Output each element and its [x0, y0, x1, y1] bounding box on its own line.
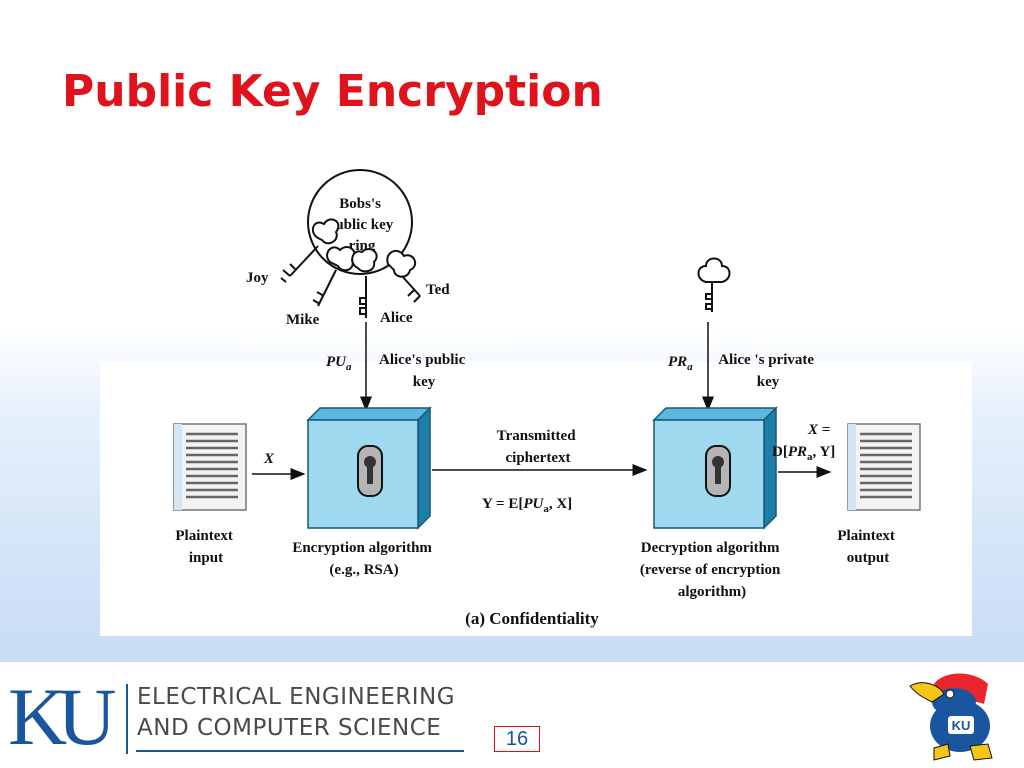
key-joy-icon	[280, 218, 340, 283]
page-number: 16	[494, 726, 540, 752]
key-label-joy: Joy	[246, 270, 269, 286]
key-ted-icon	[386, 249, 421, 303]
department-name-line2: AND COMPUTER SCIENCE	[137, 715, 442, 741]
key-alice-icon	[351, 248, 378, 318]
transmitted-ciphertext-label: Transmitted ciphertext	[497, 428, 580, 466]
plaintext-input-label: Plaintext input	[175, 528, 236, 566]
public-key-label: Alice's public key	[379, 352, 469, 390]
department-underline	[136, 750, 464, 752]
encryption-label: Encryption algorithm (e.g., RSA)	[292, 540, 435, 578]
encryption-lock-icon	[357, 445, 383, 497]
private-key-symbol: PRa	[668, 354, 693, 373]
input-x-label: X	[263, 451, 275, 467]
figure-caption: (a) Confidentiality	[465, 609, 599, 628]
footer-divider	[0, 660, 1024, 662]
jayhawk-mascot-icon: KU	[909, 673, 993, 761]
page-title: Public Key Encryption	[62, 66, 603, 117]
key-label-alice: Alice	[380, 310, 413, 326]
key-label-ted: Ted	[426, 282, 450, 298]
key-mike-icon	[312, 246, 356, 307]
plaintext-output-document-icon	[847, 423, 921, 511]
plaintext-input-document-icon	[173, 423, 247, 511]
plaintext-output-label: Plaintext output	[837, 528, 898, 566]
mascot-badge-text: KU	[952, 718, 971, 733]
key-ring-label: Bobs's public key ring	[327, 196, 397, 254]
ku-logo: KU	[8, 671, 116, 762]
key-label-mike: Mike	[286, 312, 320, 328]
private-key-icon	[697, 257, 731, 312]
decryption-label: Decryption algorithm (reverse of encrypt…	[640, 540, 784, 600]
output-formula-line1: X =	[807, 422, 830, 438]
decryption-lock-icon	[705, 445, 731, 497]
decryption-box	[652, 406, 778, 530]
department-name-line1: ELECTRICAL ENGINEERING	[137, 684, 456, 710]
private-key-label: Alice 's private key	[718, 352, 818, 390]
ciphertext-formula: Y = E[PUa, X]	[482, 496, 572, 515]
output-formula-line2: D[PRa, Y]	[772, 444, 835, 463]
public-key-encryption-diagram: Bobs's public key ring Joy Mike Alice Te…	[173, 169, 921, 628]
key-ring-circle	[307, 169, 413, 275]
public-key-symbol: PUa	[326, 354, 352, 373]
logo-divider	[126, 684, 128, 754]
